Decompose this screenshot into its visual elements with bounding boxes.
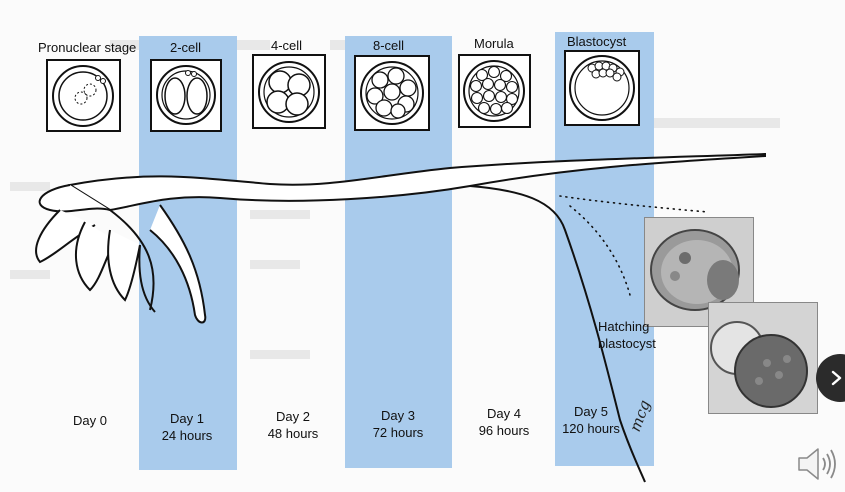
hatching-label-line2: blastocyst bbox=[598, 336, 656, 351]
stage-box-morula bbox=[458, 54, 531, 128]
stage-label-4-cell: 4-cell bbox=[271, 38, 303, 53]
stage-box-8-cell bbox=[354, 55, 430, 131]
day-label-3-day: Day 3 bbox=[381, 408, 415, 423]
speaker-icon bbox=[798, 448, 836, 480]
day-label-0-day: Day 0 bbox=[73, 413, 107, 428]
fallopian-tube bbox=[35, 152, 766, 483]
day-label-4-day: Day 4 bbox=[487, 406, 521, 421]
hatching-label-line1: Hatching bbox=[598, 319, 650, 334]
hatching-blastocyst-label: Hatching blastocyst bbox=[598, 318, 678, 352]
day-label-5-day: Day 5 bbox=[574, 404, 608, 419]
stage-label-2-cell: 2-cell bbox=[170, 40, 202, 55]
chevron-right-icon bbox=[831, 370, 842, 386]
day-label-4: Day 4 96 hours bbox=[459, 405, 549, 439]
stage-box-4-cell bbox=[252, 54, 326, 129]
day-label-1-hours: 24 hours bbox=[161, 428, 213, 443]
stage-box-blastocyst bbox=[564, 50, 640, 126]
day-label-2-day: Day 2 bbox=[276, 409, 310, 424]
day-label-1-day: Day 1 bbox=[170, 411, 204, 426]
hatching-leader-lines bbox=[559, 195, 709, 296]
audio-button[interactable] bbox=[796, 444, 840, 484]
stage-box-pronuclear bbox=[46, 59, 121, 132]
stage-label-pronuclear: Pronuclear stage bbox=[38, 40, 137, 55]
day-label-2: Day 2 48 hours bbox=[248, 408, 338, 442]
day-label-0: Day 0 bbox=[45, 412, 135, 429]
day-label-4-hours: 96 hours bbox=[478, 423, 530, 438]
stage-label-morula: Morula bbox=[474, 36, 514, 51]
day-label-5: Day 5 120 hours bbox=[546, 403, 636, 437]
stage-box-2-cell bbox=[150, 59, 222, 132]
hatching-blastocyst-photo-2 bbox=[708, 302, 818, 414]
stage-label-blastocyst: Blastocyst bbox=[567, 34, 627, 49]
day-label-5-hours: 120 hours bbox=[562, 421, 620, 436]
day-label-2-hours: 48 hours bbox=[267, 426, 319, 441]
stage-label-8-cell: 8-cell bbox=[373, 38, 405, 53]
day-label-3: Day 3 72 hours bbox=[353, 407, 443, 441]
day-label-1: Day 1 24 hours bbox=[142, 410, 232, 444]
day-label-3-hours: 72 hours bbox=[372, 425, 424, 440]
